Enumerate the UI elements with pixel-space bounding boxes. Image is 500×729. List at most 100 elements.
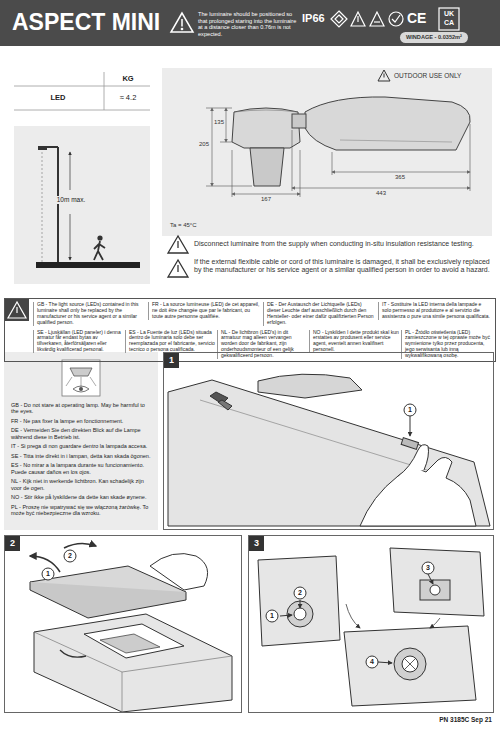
certification-icons bbox=[374, 21, 380, 22]
step-1-illustration bbox=[168, 380, 490, 526]
outdoor-note: OUTDOOR USE ONLY bbox=[394, 72, 488, 80]
callout-number: 1 bbox=[404, 404, 416, 416]
step-2-illustration bbox=[34, 632, 232, 712]
header-band bbox=[0, 0, 500, 46]
mounting-height-figure bbox=[14, 126, 150, 284]
step-3-illustration bbox=[394, 648, 426, 680]
ip-rating: IP66 bbox=[302, 12, 332, 25]
warning-icon bbox=[168, 260, 188, 277]
step-1-illustration bbox=[410, 416, 411, 436]
certification-icons bbox=[392, 15, 400, 22]
warning-icon bbox=[177, 241, 178, 248]
eye-warning-panel bbox=[79, 387, 83, 391]
dimension-drawing bbox=[234, 110, 298, 112]
warning-text: IT - Sostituire la LED interna della lam… bbox=[378, 302, 493, 320]
callout-number: 4 bbox=[366, 656, 378, 668]
warning-icon bbox=[168, 236, 188, 253]
step-3-illustration bbox=[366, 656, 378, 668]
warning-text: NO - Lyskilden I dette produkt skal kun … bbox=[309, 330, 401, 354]
dimension-lines bbox=[232, 150, 233, 197]
dimension-drawing bbox=[384, 74, 385, 78]
warning-text: NO - Stir ikke på lyskildene da dette ka… bbox=[11, 494, 153, 500]
callout-number: 2 bbox=[64, 550, 76, 562]
eye-warning-box: GB - Do not stare at operating lamp. May… bbox=[4, 352, 158, 530]
mounting-height-figure bbox=[42, 152, 43, 262]
dimension-lines bbox=[292, 188, 470, 189]
dimension-label: 205 bbox=[197, 141, 211, 148]
dimension-lines bbox=[206, 186, 252, 187]
warning-text: FR - La source lumineuse (LED) de cet ap… bbox=[148, 302, 263, 320]
warning-text: ES - La Fuente de luz (LEDs) situada den… bbox=[125, 330, 217, 354]
warning-text: SE - Titta inte direkt in i lampan, dett… bbox=[11, 453, 153, 459]
step-2-illustration bbox=[150, 554, 208, 590]
step-2-illustration bbox=[60, 650, 86, 657]
weight-table-lines bbox=[14, 110, 150, 111]
warning-text: NL - De lichtbron (LED's) in dit armatuu… bbox=[217, 330, 309, 359]
step-number: 2 bbox=[5, 536, 20, 551]
step-3-illustration bbox=[294, 587, 306, 599]
warning-text: FR - Ne pas fixer la lampe en fonctionne… bbox=[11, 418, 153, 424]
dimension-drawing bbox=[340, 140, 452, 142]
step-3-illustration bbox=[430, 618, 440, 628]
product-title: ASPECT MINI bbox=[12, 9, 160, 36]
warning-text: IT - Si prega di non guardare dentro la … bbox=[11, 443, 153, 449]
warning-text: NL - Kijk niet in werkende lichtbron. Ka… bbox=[11, 478, 153, 491]
ce-mark: CE bbox=[407, 10, 435, 27]
step-2-illustration bbox=[64, 550, 76, 562]
step-3-illustration bbox=[390, 548, 484, 616]
certification-icons bbox=[370, 12, 384, 26]
header-band bbox=[0, 0, 500, 46]
warning-icon bbox=[16, 307, 17, 313]
mounting-height-figure bbox=[38, 146, 47, 150]
table-header: KG bbox=[108, 75, 148, 84]
step-2-illustration bbox=[64, 543, 96, 548]
warning-icon bbox=[177, 265, 178, 272]
certification-icons bbox=[331, 11, 347, 27]
step-panel: 3 bbox=[248, 535, 494, 713]
dimension-label: 443 bbox=[374, 190, 388, 197]
step-3-illustration bbox=[430, 585, 440, 595]
step-1-illustration bbox=[401, 438, 418, 450]
dimension-lines bbox=[206, 108, 470, 197]
warning-icon bbox=[168, 236, 188, 277]
step-1-illustration bbox=[404, 404, 416, 416]
mounting-height-figure bbox=[94, 241, 105, 260]
ukca-mark: UK bbox=[440, 10, 458, 18]
step-1-illustration bbox=[168, 374, 490, 526]
warning-text: ES - No mirar a la lampara durante su fu… bbox=[11, 462, 153, 475]
step-panel: 1 bbox=[163, 352, 494, 530]
dimension-lines bbox=[332, 172, 470, 173]
step-3-illustration bbox=[420, 580, 450, 600]
dimension-lines bbox=[332, 152, 333, 175]
callout-number: 1 bbox=[42, 568, 54, 580]
step-3-illustration bbox=[258, 556, 340, 646]
step-2-illustration bbox=[34, 614, 232, 712]
step-3-illustration bbox=[258, 548, 484, 706]
step-3-illustration bbox=[294, 608, 306, 620]
dimension-lines bbox=[206, 108, 232, 109]
table-cell: ≈ 4.2 bbox=[108, 94, 148, 103]
callout-number: 1 bbox=[266, 610, 278, 622]
weight-table-lines bbox=[104, 72, 105, 110]
dimension-lines bbox=[226, 108, 227, 142]
dimension-label: 365 bbox=[393, 174, 407, 181]
certification-icons bbox=[351, 12, 365, 26]
callout-number: 2 bbox=[294, 587, 306, 599]
height-label: 10m max. bbox=[52, 196, 90, 204]
dimension-label: 167 bbox=[259, 196, 273, 203]
step-3-illustration bbox=[402, 656, 418, 672]
table-cell: LED bbox=[18, 94, 98, 103]
warning-text: GB - The light source (LEDs) contained i… bbox=[33, 302, 148, 326]
dimension-drawing bbox=[162, 68, 492, 236]
step-number: 3 bbox=[249, 536, 264, 551]
certification-icons bbox=[335, 15, 343, 23]
dimension-drawing bbox=[162, 68, 492, 236]
step-3-illustration bbox=[346, 604, 360, 628]
mounting-height-figure bbox=[70, 152, 71, 190]
dimension-lines bbox=[292, 130, 293, 191]
step-3-illustration bbox=[280, 615, 292, 616]
warning-icon bbox=[5, 299, 29, 321]
eye-warning-panel bbox=[73, 386, 89, 392]
certification-icons bbox=[357, 16, 358, 22]
warning-text: GB - Do not stare at operating lamp. May… bbox=[11, 402, 153, 415]
